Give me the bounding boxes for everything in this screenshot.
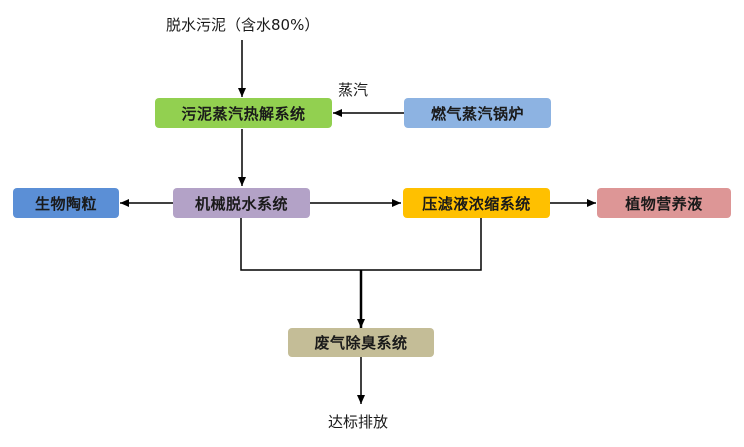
- bio-ceramsite-box: 生物陶粒: [13, 188, 119, 218]
- mechanical-dewatering-box: 机械脱水系统: [173, 188, 310, 218]
- steam-label: 蒸汽: [338, 81, 369, 99]
- odor-removal-box: 废气除臭系统: [288, 328, 434, 357]
- input-label: 脱水污泥（含水80%）: [166, 16, 320, 34]
- plant-nutrient-box: 植物营养液: [597, 188, 731, 218]
- gas-boiler-box: 燃气蒸汽锅炉: [404, 98, 551, 128]
- filtrate-concentration-box: 压滤液浓缩系统: [403, 188, 550, 218]
- output-label: 达标排放: [328, 413, 389, 431]
- connector-mech-merge: [240, 218, 361, 271]
- hydrolysis-system-box: 污泥蒸汽热解系统: [155, 98, 332, 128]
- connector-filter-merge: [361, 218, 482, 271]
